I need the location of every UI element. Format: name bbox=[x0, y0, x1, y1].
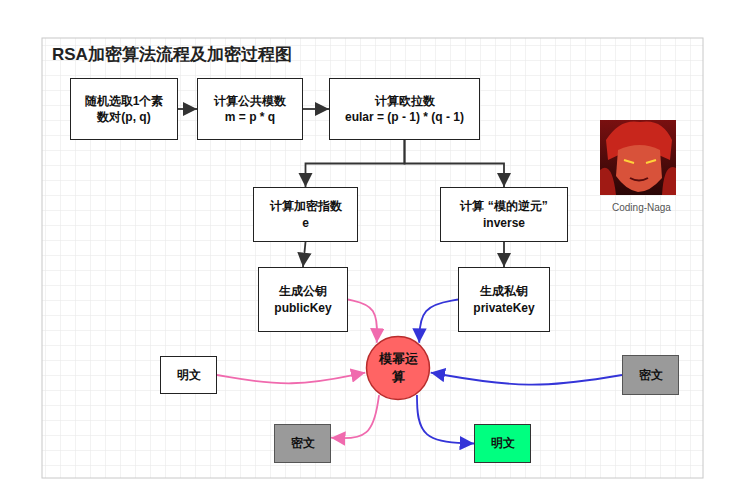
process-box: 计算加密指数e bbox=[253, 187, 358, 242]
process-box: 计算公共模数m = p * q bbox=[197, 78, 303, 140]
input-box: 明文 bbox=[160, 356, 217, 394]
node-title: 生成公钥 bbox=[279, 283, 327, 299]
node-title: 密文 bbox=[291, 435, 315, 451]
output-box: 明文 bbox=[474, 424, 531, 463]
curved-arrow bbox=[419, 300, 458, 343]
flow-arrow bbox=[405, 140, 505, 187]
author-label: Coding-Naga bbox=[612, 202, 671, 213]
node-title: 明文 bbox=[177, 367, 201, 383]
flow-arrow bbox=[303, 108, 329, 110]
node-title: 计算欧拉数 bbox=[375, 93, 435, 109]
circle-outline bbox=[365, 335, 431, 401]
node-title: 密文 bbox=[639, 367, 663, 383]
node-title: 明文 bbox=[491, 435, 515, 451]
curved-arrow bbox=[431, 373, 622, 385]
operation-circle: 模幂运算 bbox=[365, 335, 431, 401]
node-title: 模幂运算 bbox=[377, 350, 419, 385]
node-detail: m = p * q bbox=[225, 109, 275, 125]
process-box: 随机选取1个素数对(p, q) bbox=[70, 78, 178, 140]
flow-arrow bbox=[303, 242, 306, 267]
node-detail: publicKey bbox=[274, 300, 331, 316]
curved-arrow bbox=[331, 395, 379, 438]
node-title: 计算加密指数 bbox=[270, 198, 342, 214]
diagram-title: RSA加密算法流程及加密过程图 bbox=[52, 43, 292, 66]
curved-arrow bbox=[417, 395, 474, 443]
node-title: 计算 “模的逆元” bbox=[460, 198, 547, 214]
flow-arrow bbox=[306, 140, 405, 187]
node-detail: e bbox=[302, 215, 309, 231]
node-detail: eular = (p - 1) * (q - 1) bbox=[345, 109, 464, 125]
node-detail: privateKey bbox=[473, 300, 534, 316]
node-detail: inverse bbox=[483, 215, 525, 231]
process-box: 生成公钥publicKey bbox=[258, 267, 348, 332]
frame bbox=[42, 38, 703, 478]
curved-arrow bbox=[217, 373, 365, 384]
input-box: 密文 bbox=[622, 355, 679, 395]
process-box: 生成私钥privateKey bbox=[458, 267, 550, 332]
node-title: 随机选取1个素数对(p, q) bbox=[81, 93, 167, 125]
avatar-illustration bbox=[600, 120, 676, 195]
flow-arrow bbox=[178, 108, 197, 110]
output-box: 密文 bbox=[274, 424, 331, 463]
process-box: 计算欧拉数eular = (p - 1) * (q - 1) bbox=[329, 78, 480, 140]
process-box: 计算 “模的逆元”inverse bbox=[440, 187, 568, 242]
curved-arrow bbox=[348, 300, 377, 343]
flow-arrow bbox=[503, 242, 505, 267]
node-title: 生成私钥 bbox=[480, 283, 528, 299]
node-title: 计算公共模数 bbox=[214, 93, 286, 109]
